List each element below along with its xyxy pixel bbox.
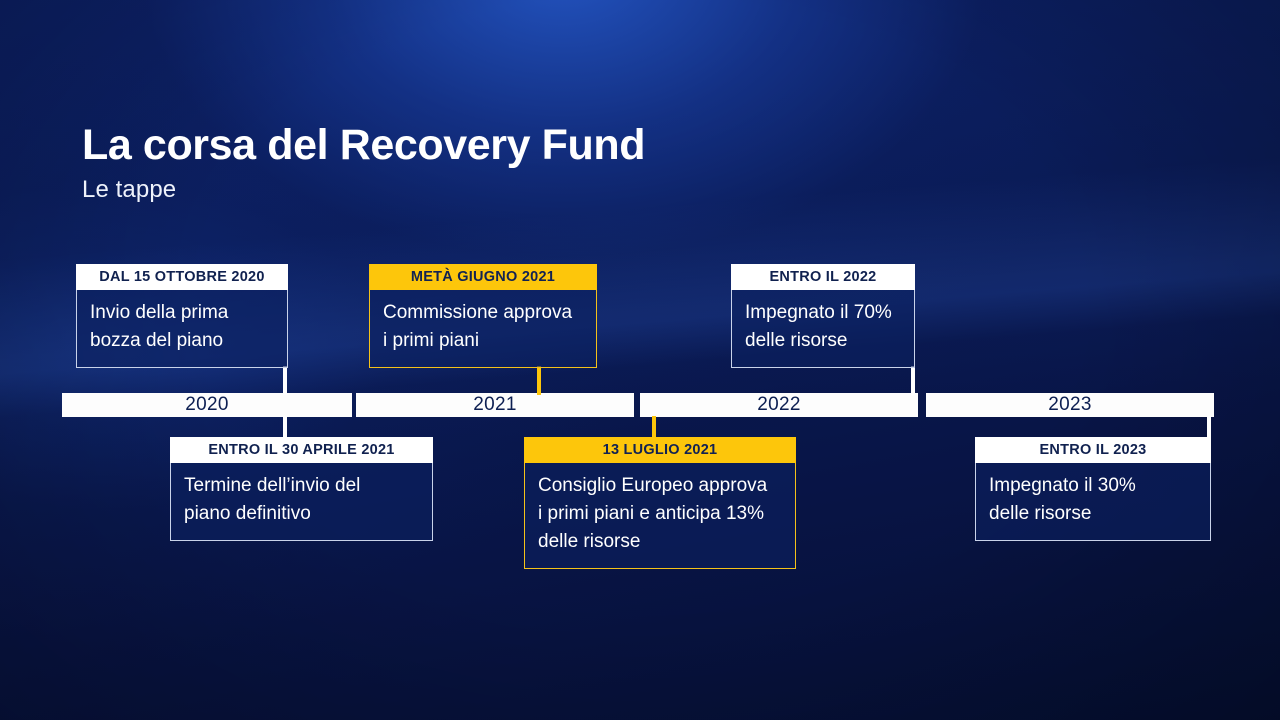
milestone-card-meta-giugno-2021[interactable]: METÀ GIUGNO 2021 Commissione approva i … [369, 264, 597, 369]
connector-axis-to-card-luglio-2021 [652, 416, 656, 438]
milestone-body-line: piano definitivo [184, 503, 311, 525]
milestone-date-label: ENTRO IL 2022 [731, 264, 915, 290]
milestone-body-line: Commissione approva [383, 302, 573, 323]
milestone-card-dal-15-ottobre-2020[interactable]: DAL 15 OTTOBRE 2020 Invio della prima bo… [76, 264, 288, 369]
milestone-body-line: delle risorse [745, 330, 848, 352]
milestone-body: Impegnato il 30% delle risorse [975, 463, 1211, 542]
connector-axis-to-card-2023 [1207, 416, 1211, 438]
milestone-body-line: bozza del piano [90, 330, 224, 352]
page-subtitle: Le tappe [82, 176, 177, 203]
timeline-year-2022[interactable]: 2022 [640, 393, 918, 417]
milestone-body-line: delle risorse [989, 503, 1092, 525]
connector-card-giugno-2021-to-axis [537, 366, 541, 395]
milestone-body: Commissione approva i primi piani [369, 290, 597, 369]
heading-block: La corsa del Recovery Fund Le tappe [82, 121, 646, 204]
milestone-body-line: Impegnato il 30% [989, 475, 1136, 496]
timeline-year-2023[interactable]: 2023 [926, 393, 1214, 417]
milestone-body-line: i primi piani e anticipa 13% [538, 503, 765, 525]
milestone-body-line: Invio della prima [90, 302, 229, 323]
milestone-card-entro-il-30-aprile-2021[interactable]: ENTRO IL 30 APRILE 2021 Termine dell’inv… [170, 437, 433, 542]
milestone-body: Invio della prima bozza del piano [76, 290, 288, 369]
milestone-date-label: 13 LUGLIO 2021 [524, 437, 796, 463]
page-title: La corsa del Recovery Fund [82, 121, 646, 169]
milestone-body: Consiglio Europeo approva i primi piani … [524, 463, 796, 570]
connector-card-2020-to-axis [283, 366, 287, 395]
milestone-body-line: Consiglio Europeo approva [538, 475, 768, 496]
milestone-date-label: METÀ GIUGNO 2021 [369, 264, 597, 290]
milestone-date-label: ENTRO IL 30 APRILE 2021 [170, 437, 433, 463]
connector-axis-to-card-aprile-2021 [283, 416, 287, 438]
milestone-date-label: DAL 15 OTTOBRE 2020 [76, 264, 288, 290]
milestone-body-line: Termine dell’invio del [184, 475, 361, 496]
milestone-card-13-luglio-2021[interactable]: 13 LUGLIO 2021 Consiglio Europeo approva… [524, 437, 796, 570]
timeline-year-2020[interactable]: 2020 [62, 393, 352, 417]
milestone-body-line: Impegnato il 70% [745, 302, 892, 323]
milestone-card-entro-il-2023[interactable]: ENTRO IL 2023 Impegnato il 30% delle ris… [975, 437, 1211, 542]
connector-card-2022-to-axis [911, 366, 915, 395]
milestone-body-line: delle risorse [538, 531, 641, 553]
milestone-card-entro-il-2022[interactable]: ENTRO IL 2022 Impegnato il 70% delle ris… [731, 264, 915, 369]
milestone-body-line: i primi piani [383, 330, 480, 352]
milestone-body: Impegnato il 70% delle risorse [731, 290, 915, 369]
timeline-year-2021[interactable]: 2021 [356, 393, 634, 417]
milestone-body: Termine dell’invio del piano definitivo [170, 463, 433, 542]
milestone-date-label: ENTRO IL 2023 [975, 437, 1211, 463]
